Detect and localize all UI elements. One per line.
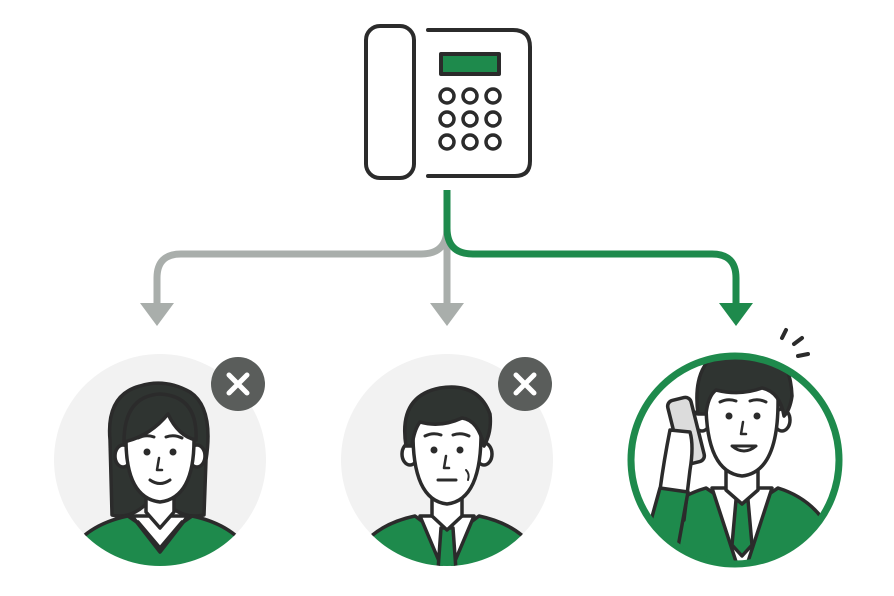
connected-ring: [627, 352, 843, 568]
man-on-phone-avatar-icon: [627, 328, 843, 568]
phone-display: [439, 52, 501, 76]
handset: [364, 24, 416, 180]
man-avatar-icon: [341, 354, 553, 566]
desk-phone-icon: [364, 24, 532, 180]
woman-avatar-icon: [54, 354, 266, 566]
phone-keypad: [438, 87, 502, 151]
routing-arrows: [140, 190, 753, 326]
arrow-to-person-1: [153, 208, 451, 306]
close-icon: [211, 357, 265, 411]
close-icon: [498, 357, 552, 411]
arrow-to-person-3: [443, 190, 740, 306]
arrowhead-person-2: [430, 303, 464, 326]
arrowhead-person-1: [140, 303, 174, 326]
arrowhead-person-3: [719, 303, 753, 326]
phone-base: [426, 28, 532, 178]
ringing-lines-icon: [780, 328, 810, 358]
